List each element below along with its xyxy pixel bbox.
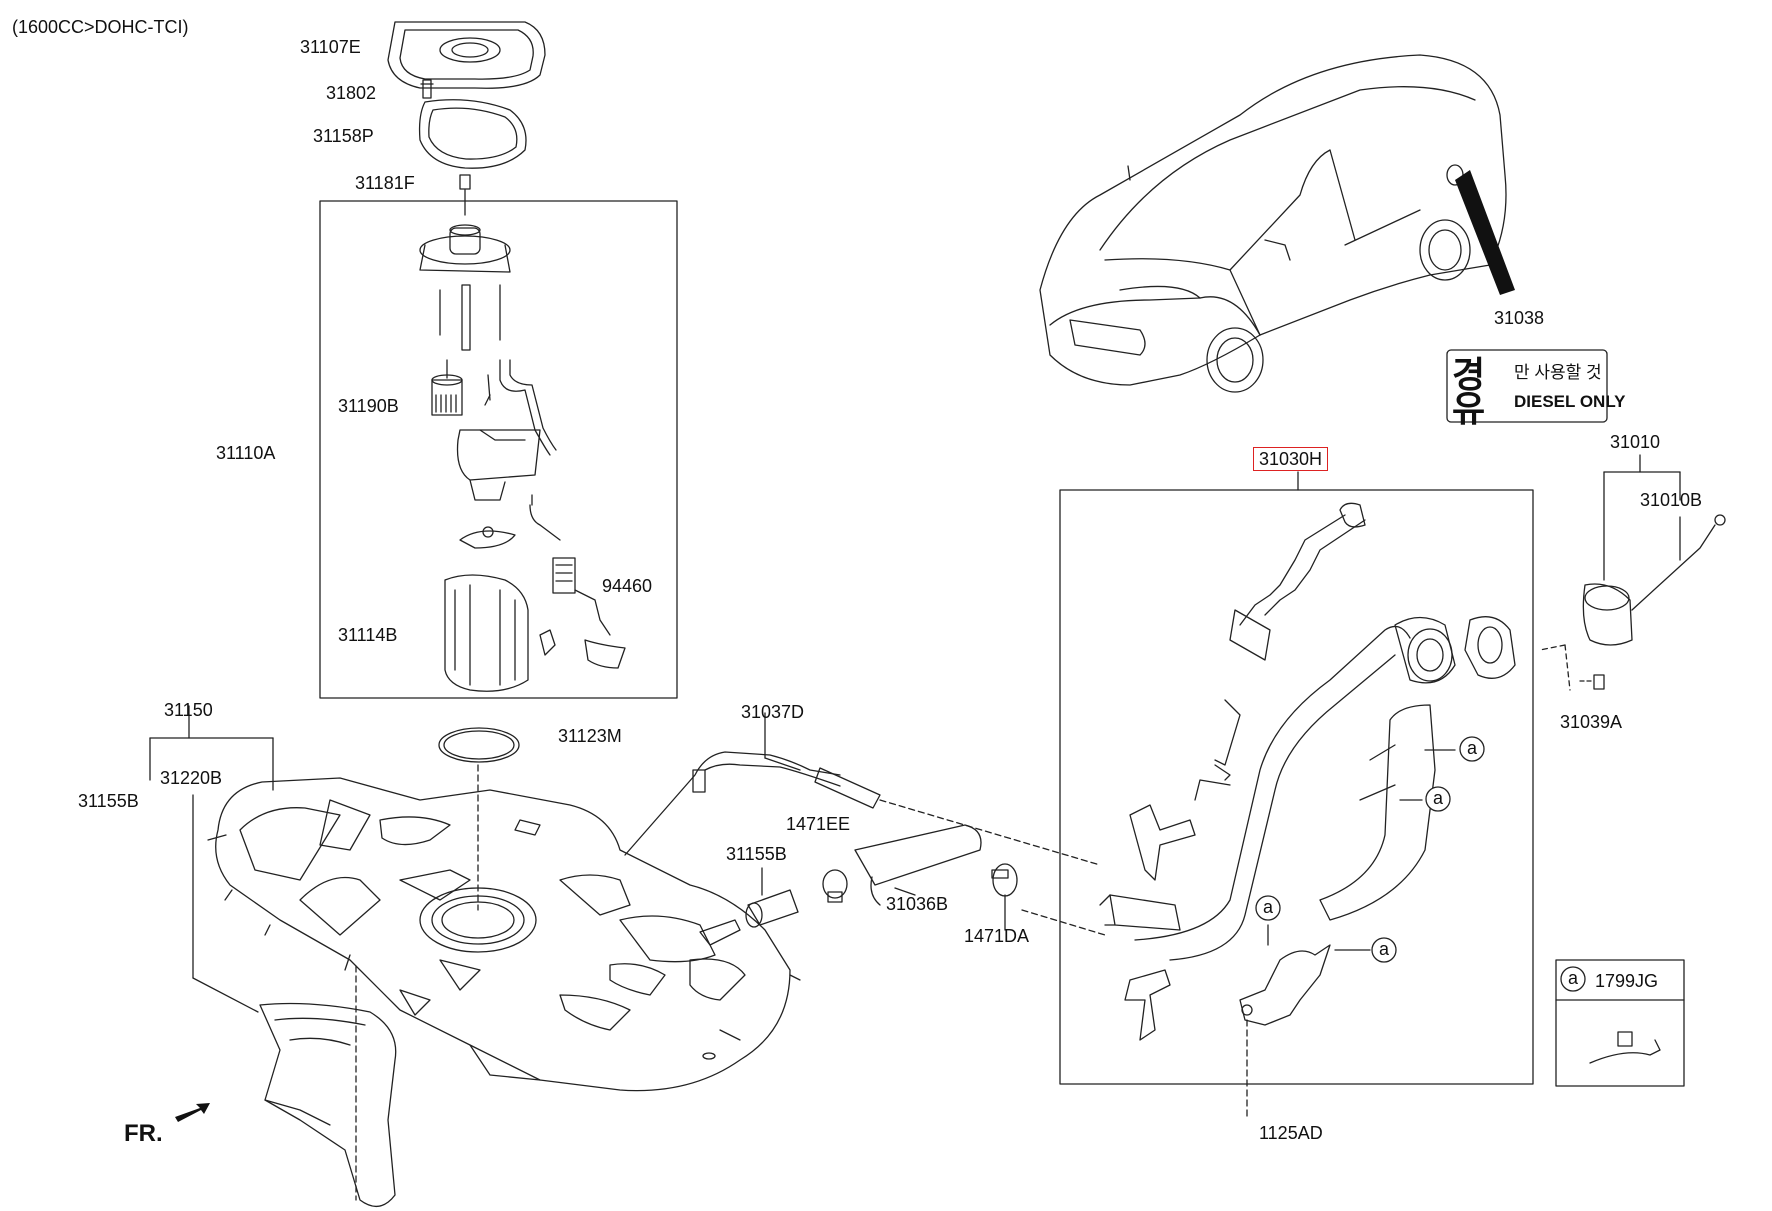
heat-shield (259, 1002, 397, 1207)
ref-marker-4-text: a (1263, 897, 1274, 917)
front-direction-label: FR. (124, 1120, 163, 1147)
screw-31802 (420, 79, 434, 99)
callout-31155B-left: 31155B (78, 791, 139, 811)
sticker-korean-big: 경유 (1452, 354, 1485, 430)
fuel-neck-hose-31036B (854, 824, 982, 906)
callout-1125AD: 1125AD (1259, 1123, 1323, 1143)
callout-1471DA: 1471DA (964, 926, 1030, 946)
callout-31190B: 31190B (338, 396, 399, 416)
legend-box (1555, 959, 1685, 1087)
clamp-1471DA (991, 863, 1018, 931)
callout-1471EE: 1471EE (786, 814, 851, 834)
filler-neck (1099, 502, 1516, 1119)
ref-marker-3-text: a (1379, 939, 1390, 959)
callout-94460: 94460 (602, 576, 653, 596)
gasket-ring-31158P (418, 99, 527, 169)
pump-assembly-frame (319, 200, 678, 699)
legend-part-number: 1799JG (1595, 971, 1659, 991)
callout-31123M: 31123M (558, 726, 622, 746)
ref-marker-1-text: a (1467, 738, 1478, 758)
callout-31030H: 31030H (1253, 447, 1329, 471)
fitting-31181F (459, 174, 471, 190)
callout-31181F: 31181F (355, 173, 415, 193)
callout-31038: 31038 (1494, 308, 1545, 328)
callout-31158P: 31158P (313, 126, 374, 146)
filler-neck-frame (1059, 489, 1534, 1085)
pump-module (419, 189, 626, 692)
ref-marker-2-text: a (1433, 788, 1444, 808)
callout-31010: 31010 (1610, 432, 1661, 452)
callout-31010B: 31010B (1640, 490, 1703, 510)
connector-31155B-mid (745, 867, 799, 928)
clamp-1471EE (822, 869, 848, 903)
vent-hose-31037D (624, 712, 1101, 866)
callout-31037D: 31037D (741, 702, 805, 722)
callout-31110A: 31110A (216, 443, 276, 463)
callout-31220B: 31220B (160, 768, 223, 788)
fuel-cap (1539, 514, 1726, 691)
tank-ring-31123M (438, 727, 520, 763)
callout-31802: 31802 (326, 83, 377, 103)
vehicle-illustration (1039, 54, 1507, 393)
sticker-korean-small: 만 사용할 것 (1514, 363, 1602, 382)
callout-31114B: 31114B (338, 625, 398, 645)
callout-31150: 31150 (164, 700, 213, 720)
callout-31107E: 31107E (300, 37, 361, 57)
callout-31155B-mid: 31155B (726, 844, 787, 864)
pump-cover-plate (387, 21, 546, 89)
engine-note: (1600CC>DOHC-TCI) (12, 17, 189, 37)
callout-31036B: 31036B (886, 894, 949, 914)
callout-31039A: 31039A (1560, 712, 1623, 732)
sticker-diesel-only: DIESEL ONLY (1514, 392, 1626, 411)
fuel-tank (207, 777, 801, 1092)
legend-marker-text: a (1568, 968, 1579, 988)
